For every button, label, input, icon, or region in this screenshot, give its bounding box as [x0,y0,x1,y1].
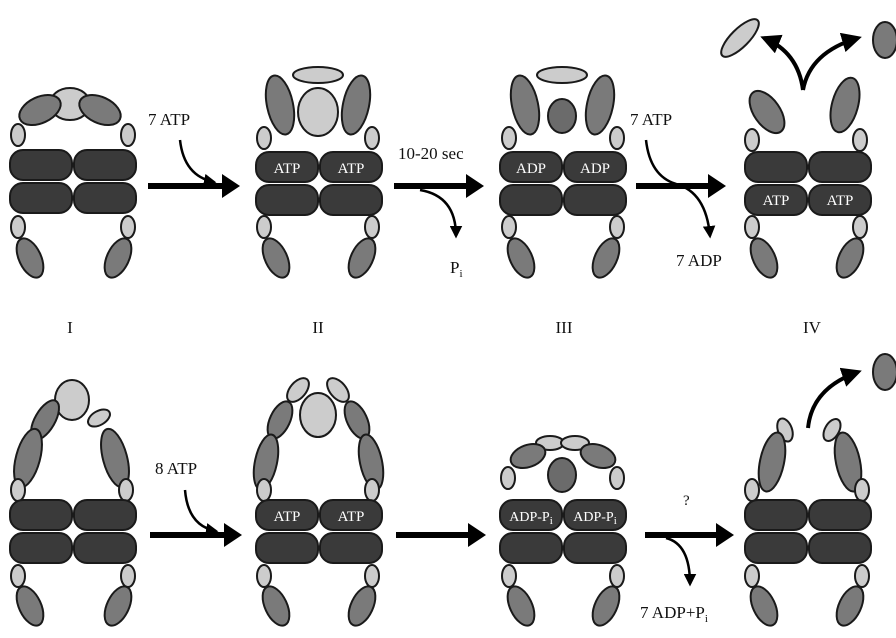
arrow-step-2 [394,174,484,236]
arrow-step-3 [636,140,726,236]
label-7-adp-pi: 7 ADP+Pi [640,603,708,625]
label-10-20-sec: 10-20 sec [398,144,464,163]
arrow-step-1 [148,140,240,198]
ring-label-adp-right: ADP [580,161,610,177]
ring-label-atp-right: ATP [827,193,854,209]
stage-label-II: II [312,318,324,337]
complex-I [10,88,137,282]
ring-label-atp-left: ATP [274,161,301,177]
label-question: ? [683,493,690,509]
ring-label-atp-left: ATP [274,509,301,525]
ring-label-adp-pi-right: ADP-Pi [573,510,617,527]
label-8-atp: 8 ATP [155,459,197,478]
label-7-adp: 7 ADP [676,251,722,270]
complex-II: ATP ATP [256,67,382,282]
ring-label-atp-left: ATP [763,193,790,209]
complex-row2-2: ATP ATP [249,374,387,630]
complex-row2-3: ADP-Pi ADP-Pi [500,436,626,630]
label-7-atp-step1: 7 ATP [148,110,190,129]
stage-label-IV: IV [803,318,822,337]
label-7-atp-step3: 7 ATP [630,110,672,129]
complex-IV: ATP ATP [716,14,896,282]
complex-III: ADP ADP [500,67,626,282]
label-pi: Pi [450,258,463,280]
ring-label-atp-right: ATP [338,509,365,525]
stage-label-I: I [67,318,73,337]
complex-row2-1 [9,380,137,630]
arrow-row2-step-2 [396,523,486,547]
arrow-row2-step-3 [645,523,734,584]
ring-label-atp-right: ATP [338,161,365,177]
ring-label-adp-pi-left: ADP-Pi [509,510,553,527]
arrow-row2-step-1 [150,490,242,547]
stage-label-III: III [556,318,573,337]
ring-label-adp-left: ADP [516,161,546,177]
